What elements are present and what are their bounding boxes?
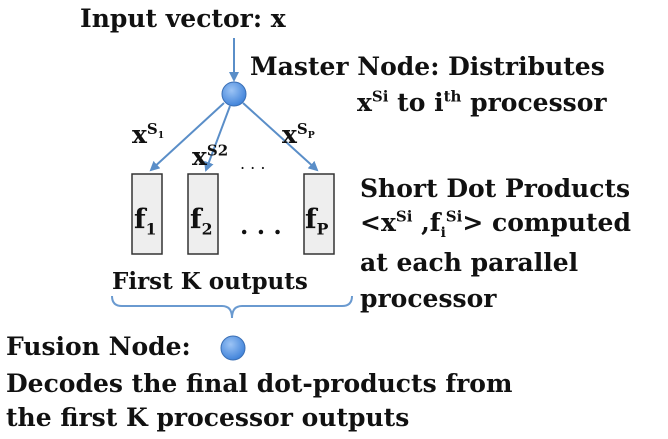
arrow-to-processor-2: [204, 105, 231, 172]
short-dot-title: Short Dot Products: [360, 174, 631, 203]
processor-label-1: f1: [134, 204, 157, 239]
arrow-to-processor-1: [149, 102, 225, 172]
outputs-brace: [111, 295, 353, 319]
arrow-label-2: xS2: [192, 141, 229, 171]
first-k-outputs-label: First K outputs: [112, 268, 308, 295]
fusion-node: [220, 335, 246, 361]
fusion-node-line3: the first K processor outputs: [6, 403, 410, 432]
processor-label-2: f2: [190, 204, 213, 239]
arrow-label-p: xSP: [282, 119, 315, 149]
short-dot-line4: processor: [360, 284, 497, 313]
short-dot-line3: at each parallel: [360, 248, 579, 277]
processor-ellipsis: . . .: [240, 211, 282, 240]
master-node: [221, 81, 247, 107]
short-dot-formula: <xSi ,fiSi> computed: [360, 207, 631, 241]
processor-box-1: [131, 173, 163, 255]
arrow-to-processor-p: [242, 102, 319, 172]
input-var: x: [270, 4, 286, 33]
input-vector-label: Input vector: x: [80, 6, 286, 31]
ellipsis-top: . . .: [240, 154, 266, 173]
fusion-node-title: Fusion Node:: [6, 332, 191, 361]
processor-box-2: [187, 173, 219, 255]
arrow-label-1: xS1: [132, 119, 165, 149]
fusion-node-line2: Decodes the final dot-products from: [6, 369, 513, 398]
master-node-detail: xSi to ith processor: [357, 87, 607, 117]
input-prefix: Input vector:: [80, 4, 271, 33]
master-node-label: Master Node: Distributes: [250, 52, 605, 81]
processor-label-p: fP: [305, 204, 329, 239]
processor-box-p: [303, 173, 335, 255]
